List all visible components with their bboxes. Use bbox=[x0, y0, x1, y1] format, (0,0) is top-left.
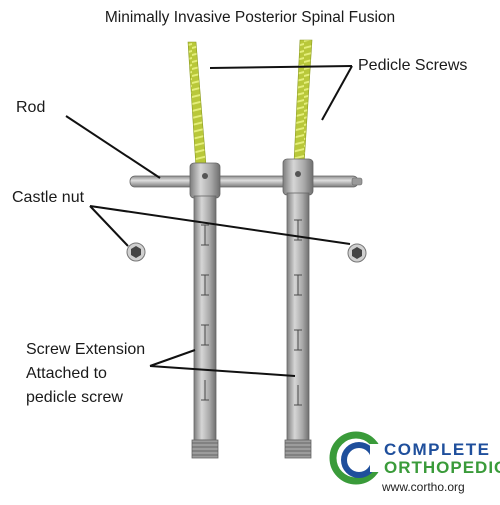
logo-text-line1: COMPLETE bbox=[384, 440, 491, 459]
leader-rod bbox=[65, 115, 161, 179]
leader-lines bbox=[65, 65, 353, 377]
left-screw-extension bbox=[189, 162, 221, 459]
leader-pedicle-left bbox=[209, 65, 353, 69]
right-pedicle-screw bbox=[293, 39, 313, 166]
leader-extension-right bbox=[149, 365, 296, 377]
right-screw-extension bbox=[282, 158, 314, 459]
label-pedicle-screws: Pedicle Screws bbox=[358, 57, 468, 74]
label-screw-extension-3: pedicle screw bbox=[26, 389, 123, 406]
logo-url: www.cortho.org bbox=[382, 480, 465, 494]
leader-castle-right bbox=[89, 205, 351, 245]
complete-orthopedics-logo-icon bbox=[329, 431, 386, 485]
label-screw-extension-1: Screw Extension bbox=[26, 341, 146, 358]
logo-text-line2: ORTHOPEDICS bbox=[384, 458, 500, 477]
diagram-title: Minimally Invasive Posterior Spinal Fusi… bbox=[104, 9, 396, 26]
label-screw-extension-2: Attached to bbox=[26, 365, 107, 382]
leader-extension-left bbox=[149, 349, 196, 367]
castle-nut-right bbox=[347, 243, 367, 263]
leader-castle-left bbox=[89, 205, 129, 247]
label-castle-nut: Castle nut bbox=[12, 189, 85, 206]
rod bbox=[129, 175, 363, 188]
left-pedicle-screw bbox=[187, 41, 207, 169]
castle-nut-left bbox=[126, 242, 146, 262]
leader-pedicle-right bbox=[321, 65, 353, 121]
label-rod: Rod bbox=[16, 99, 46, 116]
